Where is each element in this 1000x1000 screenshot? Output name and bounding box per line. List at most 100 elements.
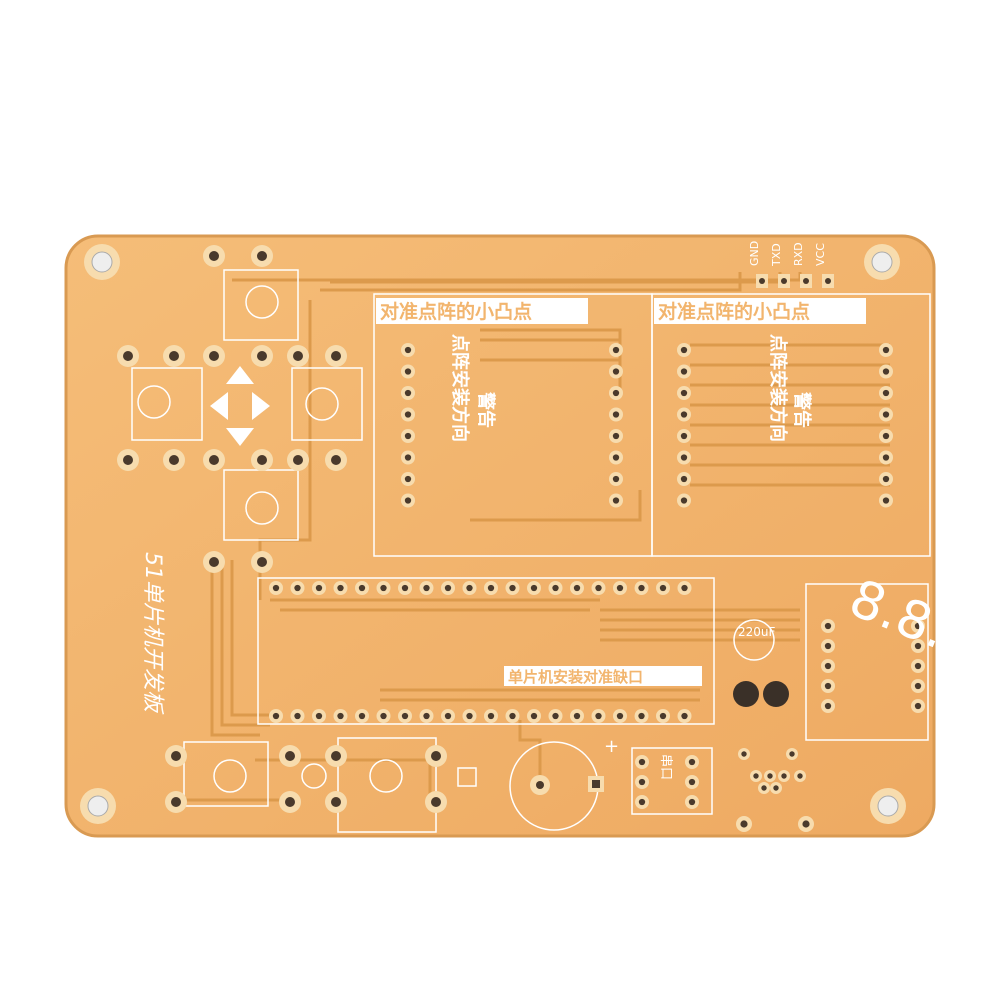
matrix-pad-hole	[680, 454, 688, 461]
matrix-pad-hole	[680, 411, 688, 418]
mcu-pad-hole	[294, 584, 301, 592]
segment-pad-hole	[824, 682, 832, 690]
mcu-pad-hole	[681, 584, 688, 592]
mcu-pad-hole	[358, 584, 366, 592]
mcu-pad-hole	[638, 584, 645, 592]
usb-pad-hole	[797, 773, 803, 779]
matrix-pad-hole	[404, 497, 412, 504]
header-pad-hole	[638, 778, 646, 786]
header-pad-hole	[638, 758, 646, 766]
header-pad-hole	[688, 758, 696, 766]
matrix-pad-hole	[882, 389, 890, 397]
matrix-pad-hole	[404, 346, 412, 354]
matrix-pad-hole	[680, 346, 688, 354]
matrix-pad-hole	[404, 475, 412, 483]
mcu-pad-hole	[681, 712, 688, 720]
mcu-pad-hole	[358, 712, 366, 720]
mcu-pad-hole	[530, 584, 538, 592]
silkscreen-outlines	[131, 269, 931, 833]
mcu-pad-hole	[616, 584, 624, 592]
pin-label-vcc: VCC	[814, 243, 827, 266]
segment-pad-hole	[914, 702, 922, 710]
segment-pad-hole	[914, 642, 922, 650]
mcu-pad-hole	[659, 712, 667, 720]
serial-header-label: 串口	[658, 754, 673, 780]
usb-pad-hole	[773, 785, 779, 791]
matrix-pad-hole	[680, 368, 688, 375]
mcu-pad-hole	[444, 584, 452, 592]
matrix-pad-hole	[612, 497, 620, 504]
matrix-pad-hole	[882, 497, 890, 504]
mcu-pad-hole	[638, 712, 645, 720]
mcu-pad-hole	[659, 584, 667, 592]
matrix-pad-hole	[882, 432, 890, 440]
matrix-pad-hole	[612, 389, 620, 397]
mounting-holes	[80, 244, 906, 824]
mcu-pad-hole	[466, 712, 473, 720]
mcu-pad-hole	[401, 584, 409, 592]
segment-pad-hole	[914, 622, 922, 630]
matrix-pad-hole	[612, 346, 620, 354]
matrix-pad-hole	[404, 454, 412, 461]
dot-matrix-direction-label-left: 点阵安装方向	[449, 334, 471, 442]
matrix-pad-hole	[680, 432, 688, 440]
plus-marker: +	[604, 736, 619, 757]
header-pad-hole	[638, 798, 646, 806]
mcu-pad-hole	[466, 584, 473, 592]
usb-pad-hole	[753, 773, 759, 779]
matrix-pad-hole	[404, 432, 412, 440]
matrix-pad-hole	[404, 411, 412, 418]
direction-arrows-icon	[210, 366, 270, 446]
matrix-pad-hole	[882, 411, 890, 418]
segment-pad-hole	[824, 702, 832, 710]
segment-pad-hole	[914, 662, 922, 670]
mcu-pad-hole	[552, 584, 559, 592]
mcu-pad-hole	[380, 712, 387, 720]
matrix-pad-hole	[882, 475, 890, 483]
mcu-pad-hole	[272, 712, 280, 720]
dot-matrix-direction-label-right: 点阵安装方向	[767, 334, 789, 442]
matrix-pad-hole	[612, 454, 620, 461]
mcu-pad-hole	[509, 584, 516, 592]
mcu-pad-hole	[315, 584, 323, 592]
mcu-pad-hole	[380, 584, 387, 592]
pin-label-gnd: GND	[748, 241, 761, 266]
matrix-pad-hole	[612, 432, 620, 440]
header-pad-hole	[688, 778, 696, 786]
mcu-pad-hole	[401, 712, 409, 720]
matrix-pad-hole	[680, 389, 688, 397]
pin-label-rxd: RXD	[792, 242, 805, 266]
usb-pad-hole	[781, 773, 787, 779]
serial-pin-header	[756, 274, 834, 288]
matrix-pad-hole	[882, 454, 890, 461]
mcu-pad-hole	[337, 712, 344, 720]
align-dots-label-right: 对准点阵的小凸点	[658, 300, 810, 323]
mcu-pad-hole	[552, 712, 559, 720]
matrix-pad-hole	[680, 497, 688, 504]
mcu-pad-hole	[487, 712, 495, 720]
mcu-pad-hole	[272, 584, 280, 592]
matrix-pad-hole	[882, 346, 890, 354]
usb-shell-pad-hole	[802, 820, 810, 828]
usb-pad-hole	[761, 785, 767, 791]
usb-shell-pad-hole	[740, 820, 748, 828]
usb-pad-hole	[789, 751, 795, 757]
mcu-pad-hole	[573, 584, 581, 592]
board-name-label: 51单片机开发板	[140, 552, 165, 715]
mcu-pad-hole	[315, 712, 323, 720]
align-dots-label-left: 对准点阵的小凸点	[380, 300, 532, 323]
segment-pad-hole	[824, 662, 832, 670]
mcu-pad-hole	[509, 712, 516, 720]
warning-label-left: 警告	[475, 392, 497, 428]
matrix-pad-hole	[612, 368, 620, 375]
matrix-pad-hole	[404, 389, 412, 397]
segment-pad-hole	[824, 622, 832, 630]
mcu-pad-hole	[423, 712, 430, 720]
matrix-pad-hole	[680, 475, 688, 483]
mcu-pad-hole	[487, 584, 495, 592]
mcu-pad-hole	[573, 712, 581, 720]
button-pads	[117, 245, 604, 813]
matrix-pad-hole	[612, 411, 620, 418]
warning-label-right: 警告	[791, 392, 813, 428]
